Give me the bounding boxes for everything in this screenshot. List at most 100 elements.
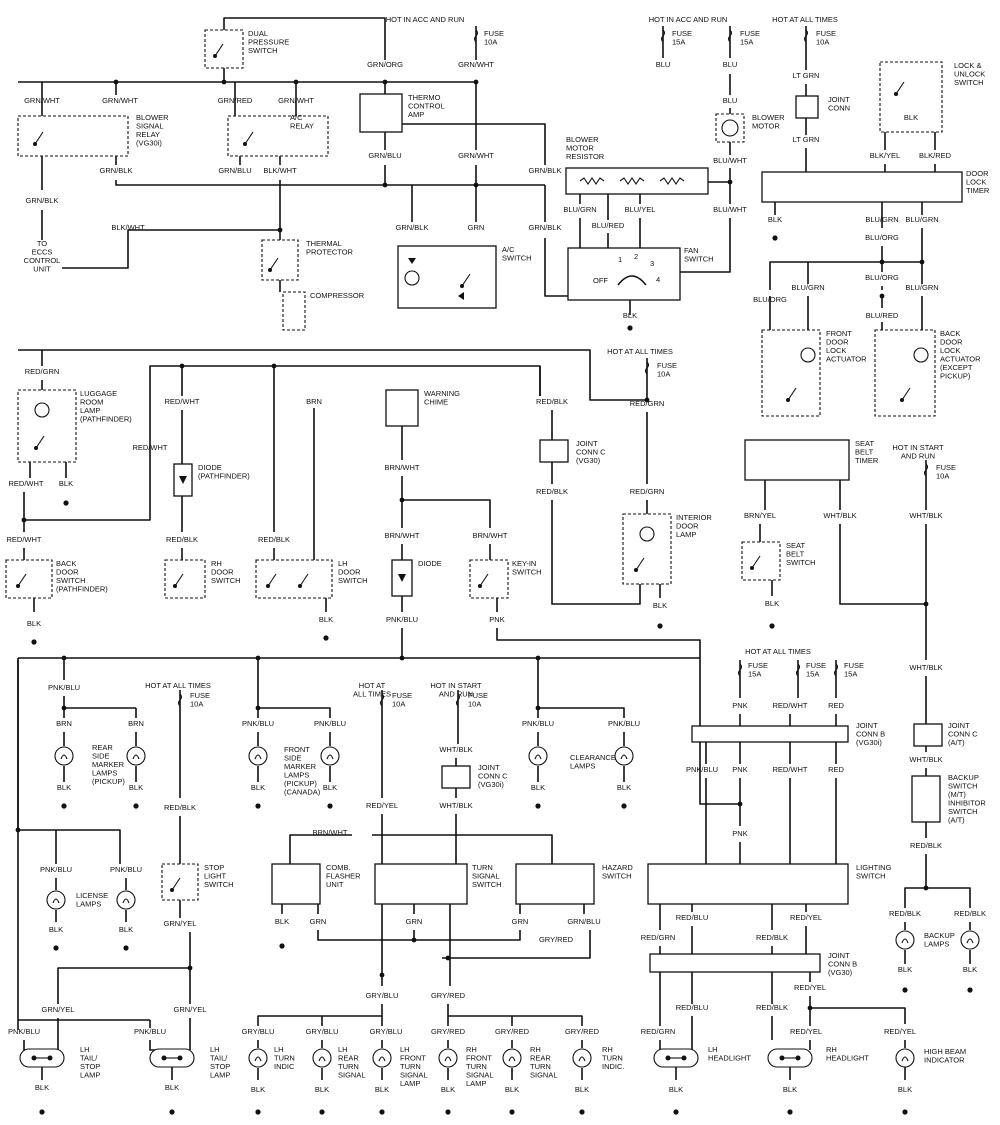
fan-switch (567, 247, 681, 301)
wire-label-pnk-blu: PNK/BLU (48, 683, 80, 692)
junction-dot (15, 827, 21, 833)
wire (17, 660, 121, 864)
wire-label-blu-org: BLU/ORG (865, 273, 899, 282)
wire (18, 349, 591, 374)
wire-label-grn-blk: GRN/BLK (26, 196, 59, 205)
junction-dot (923, 601, 929, 607)
filament-icon (122, 898, 130, 904)
wire-label-blk: BLK (904, 113, 918, 122)
fan-pos-off: OFF (593, 276, 608, 285)
wire-label-blu-grn: BLU/GRN (905, 215, 938, 224)
wire-label-red-yel: RED/YEL (790, 1027, 822, 1036)
hot-acc-run-label-2: HOT IN ACC AND RUN (649, 15, 728, 24)
wire (496, 628, 740, 805)
ac-switch-blade-icon (461, 273, 471, 287)
wire (63, 696, 136, 709)
ground-icon (967, 987, 973, 993)
ground-icon (255, 1109, 261, 1115)
ground-icon (627, 325, 633, 331)
ground-icon (769, 623, 775, 629)
wire-label-blu-wht: BLU/WHT (713, 205, 747, 214)
wire-label-red-grn: RED/GRN (25, 367, 60, 376)
seat-belt-switch (741, 541, 781, 581)
wire-label-gry-red: GRY/RED (539, 935, 574, 944)
ground-icon (657, 623, 663, 629)
wire-label-red-grn: RED/GRN (641, 1027, 676, 1036)
wire-label-blu-yel: BLU/YEL (625, 205, 656, 214)
lamp-icon (639, 526, 655, 542)
fuse-icon (923, 463, 929, 477)
wire-label-grn-wht: GRN/WHT (24, 96, 60, 105)
wire-label-blu: BLU (723, 60, 738, 69)
ground-icon (902, 1109, 908, 1115)
lh-door-switch (255, 559, 333, 599)
ground-icon (123, 945, 129, 951)
ground-icon (53, 945, 59, 951)
wire-label-wht-blk: WHT/BLK (439, 801, 472, 810)
thermal-protector-switch-icon (269, 257, 279, 271)
wire-label-blu-grn: BLU/GRN (791, 283, 824, 292)
wire-label-gry-blu: GRY/BLU (306, 1027, 339, 1036)
wire-label-red-grn: RED/GRN (641, 933, 676, 942)
wire-label-blk: BLK (623, 311, 637, 320)
wire (810, 1007, 906, 1024)
wire-label-grn-yel: GRN/YEL (174, 1005, 207, 1014)
wire-label-grn-blk: GRN/BLK (529, 166, 562, 175)
ground-icon (579, 1109, 585, 1115)
wire (257, 1004, 383, 1026)
motor-icon (800, 347, 816, 363)
wire-label-grn-blu: GRN/BLU (218, 166, 251, 175)
wire-label-wht-blk: WHT/BLK (909, 663, 942, 672)
wire-label-blk: BLK (768, 215, 782, 224)
wire (402, 499, 491, 528)
wire-label-pnk: PNK (489, 615, 504, 624)
wire-label-gry-red: GRY/RED (431, 1027, 466, 1036)
interior-door-lamp (622, 513, 672, 585)
filament-icon (60, 754, 68, 760)
wire (57, 967, 190, 1004)
wire-label-blu-org: BLU/ORG (753, 295, 787, 304)
fuse-icon (473, 29, 479, 43)
actuator-switch-icon (901, 387, 911, 401)
wire-label-gry-red: GRY/RED (565, 1027, 600, 1036)
fuse-icon (727, 29, 733, 43)
wire-label-blk: BLK (275, 917, 289, 926)
wire-label-grn-wht: GRN/WHT (278, 96, 314, 105)
back-door-switch (5, 559, 53, 599)
wire-label-red-wht: RED/WHT (9, 479, 44, 488)
ground-icon (133, 803, 139, 809)
wire-label-red-blu: RED/BLU (676, 913, 709, 922)
wire (223, 17, 386, 60)
ground-icon (169, 1109, 175, 1115)
wire-label-gry-blu: GRY/BLU (370, 1027, 403, 1036)
ground-icon (621, 803, 627, 809)
interior-lamp-switch-icon (635, 557, 645, 571)
wire-label-grn-wht: GRN/WHT (458, 60, 494, 69)
wire-label-grn-wht: GRN/WHT (458, 151, 494, 160)
compressor (282, 291, 306, 331)
wire-label-blu-red: BLU/RED (866, 311, 899, 320)
wire-label-grn-blk: GRN/BLK (396, 223, 429, 232)
wire-label-pnk: PNK (732, 765, 747, 774)
fuse-icon (795, 663, 801, 677)
wire-label-brn: BRN (128, 719, 144, 728)
comb-flasher-unit (271, 863, 321, 905)
ground-icon (787, 1109, 793, 1115)
